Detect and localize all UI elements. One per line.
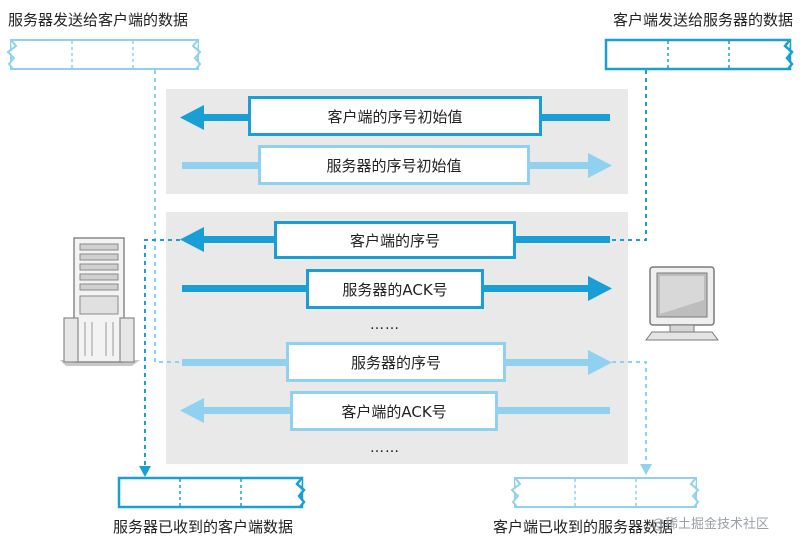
server-ack-box: 服务器的ACK号 [306, 269, 484, 309]
server-receive-arrowhead [139, 466, 151, 477]
ellipsis-2: …… [370, 440, 400, 456]
client-send-dashed-path [612, 70, 647, 241]
desktop-monitor-icon [645, 266, 719, 341]
client-send-buffer [604, 38, 794, 71]
server-receive-dashed-path [144, 239, 180, 470]
client-receive-arrowhead [640, 464, 652, 475]
server-send-dashed-path [154, 70, 180, 363]
server-send-label: 服务器发送给客户端的数据 [8, 11, 189, 29]
server-send-buffer [6, 39, 202, 70]
ellipsis-1: …… [370, 317, 400, 333]
server-initial-seq-box: 服务器的序号初始值 [258, 145, 530, 185]
client-ack-box: 客户端的ACK号 [290, 391, 498, 431]
client-receive-dashed-path [612, 361, 647, 468]
client-received-label: 客户端已收到的服务器数据 [493, 518, 674, 536]
server-seq-box: 服务器的序号 [286, 342, 506, 382]
client-send-label: 客户端发送给服务器的数据 [612, 11, 793, 29]
client-received-buffer [510, 477, 700, 508]
client-seq-box: 客户端的序号 [274, 221, 516, 259]
server-tower-icon [60, 237, 140, 366]
watermark: @稀土掘金技术社区 [652, 517, 770, 532]
client-initial-seq-box: 客户端的序号初始值 [248, 96, 542, 136]
server-received-label: 服务器已收到的客户端数据 [113, 518, 294, 536]
server-received-buffer [117, 476, 306, 509]
